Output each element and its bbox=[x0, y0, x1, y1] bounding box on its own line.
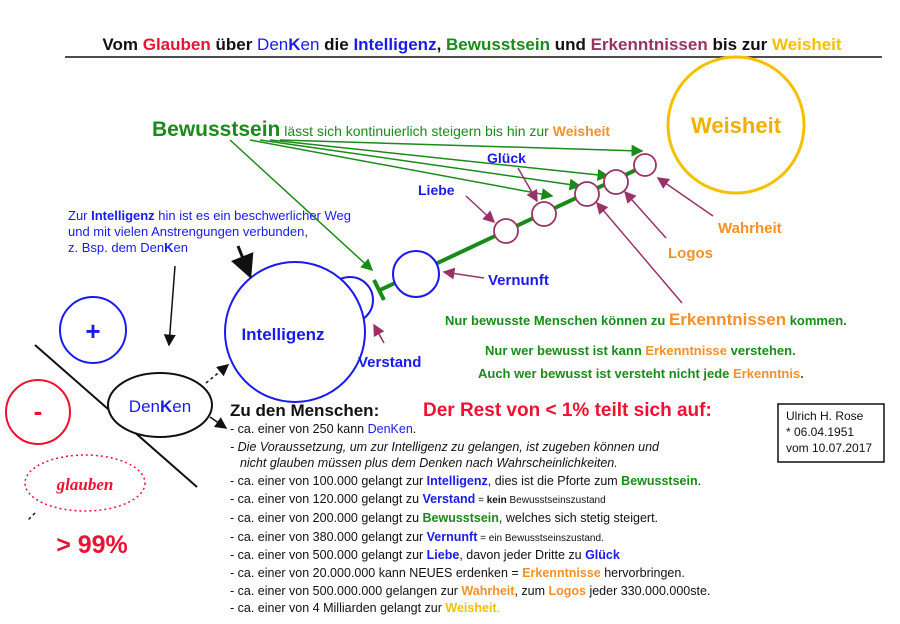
menschen-list: - ca. einer von 250 kann DenKen. - Die V… bbox=[230, 422, 710, 615]
vernunft-label: Vernunft bbox=[488, 272, 549, 289]
bewusstsein-note: Bewusstsein lässt sich kontinuierlich st… bbox=[152, 118, 610, 141]
intelligenz-note: Zur Intelligenz hin ist es ein beschwerl… bbox=[68, 208, 351, 255]
path-start-bar bbox=[372, 279, 386, 301]
svg-text:- ca. einer von 500.000 gelang: - ca. einer von 500.000 gelangt zur Lieb… bbox=[230, 548, 620, 562]
intelligenz-label: Intelligenz bbox=[241, 325, 324, 344]
author-info: Ulrich H. Rose * 06.04.1951 vom 10.07.20… bbox=[786, 409, 872, 455]
minus-icon: - bbox=[34, 396, 43, 426]
svg-text:- ca. einer von 500.000.000 ge: - ca. einer von 500.000.000 gelangen zur… bbox=[230, 584, 710, 598]
denken-ellipse bbox=[107, 372, 213, 438]
svg-text:- ca. einer von 380.000 gelang: - ca. einer von 380.000 gelangt zur Vern… bbox=[230, 530, 604, 544]
pointer-arrows bbox=[373, 167, 714, 344]
glauben-ellipse bbox=[24, 454, 146, 512]
svg-text:z. Bsp. dem DenKen: z. Bsp. dem DenKen bbox=[68, 240, 188, 255]
majority-label: > 99% bbox=[56, 531, 128, 559]
bewusstsein-arrows bbox=[229, 139, 644, 272]
arrow-to-denken bbox=[163, 265, 176, 347]
verstand-label: Verstand bbox=[358, 354, 421, 371]
minus-circle bbox=[5, 379, 71, 445]
glauben-dash bbox=[27, 512, 36, 521]
green-note-3: Auch wer bewusst ist versteht nicht jede… bbox=[478, 366, 804, 381]
weisheit-circle bbox=[666, 55, 806, 195]
green-note-2: Nur wer bewusst ist kann Erkenntnisse ve… bbox=[485, 343, 796, 358]
liebe-label: Liebe bbox=[418, 182, 455, 198]
arrow-to-intelligenz bbox=[231, 245, 254, 279]
logos-label: Logos bbox=[668, 245, 713, 262]
arrow-denken-intelligenz bbox=[205, 364, 230, 384]
green-note-1: Nur bewusste Menschen können zu Erkenntn… bbox=[445, 310, 847, 329]
svg-text:- Die Voraussetzung, um zur In: - Die Voraussetzung, um zur Intelligenz … bbox=[230, 440, 660, 454]
svg-text:und mit vielen Anstrengungen v: und mit vielen Anstrengungen verbunden, bbox=[68, 224, 308, 239]
rest-heading: Der Rest von < 1% teilt sich auf: bbox=[423, 400, 712, 421]
page-title: Vom Glauben über DenKen die Intelligenz,… bbox=[102, 35, 841, 54]
menschen-heading: Zu den Menschen: bbox=[230, 401, 379, 420]
svg-text:* 06.04.1951: * 06.04.1951 bbox=[786, 425, 854, 439]
stage-circles bbox=[493, 153, 657, 244]
arrow-denken-menschen bbox=[209, 416, 228, 429]
glauben-label: glauben bbox=[56, 475, 114, 494]
weisheit-label: Weisheit bbox=[691, 113, 782, 138]
svg-text:Zur Intelligenz hin ist es ein: Zur Intelligenz hin ist es ein beschwerl… bbox=[68, 208, 351, 223]
svg-text:- ca. einer von 120.000 gelang: - ca. einer von 120.000 gelangt zu Verst… bbox=[230, 492, 606, 506]
svg-text:- ca. einer von 4 Milliarden g: - ca. einer von 4 Milliarden gelangt zur… bbox=[230, 601, 500, 615]
intelligenz-circle bbox=[224, 261, 366, 403]
svg-text:vom 10.07.2017: vom 10.07.2017 bbox=[786, 441, 872, 455]
svg-text:- ca. einer von 200.000 gelang: - ca. einer von 200.000 gelangt zu Bewus… bbox=[230, 511, 658, 525]
plus-icon: + bbox=[85, 316, 100, 346]
wahrheit-label: Wahrheit bbox=[718, 220, 782, 237]
svg-text:Ulrich H. Rose: Ulrich H. Rose bbox=[786, 409, 864, 423]
author-box bbox=[777, 403, 885, 463]
denken-label: DenKen bbox=[129, 397, 191, 416]
plus-circle bbox=[59, 296, 127, 364]
svg-text:- ca. einer von 250 kann DenKe: - ca. einer von 250 kann DenKen. bbox=[230, 422, 416, 436]
svg-text:- ca. einer von 20.000.000 kan: - ca. einer von 20.000.000 kann NEUES er… bbox=[230, 566, 685, 580]
svg-text:nicht glauben müssen plus dem: nicht glauben müssen plus dem Denken nac… bbox=[233, 456, 618, 470]
vernunft-circle bbox=[392, 250, 440, 298]
svg-text:- ca. einer von 100.000 gelang: - ca. einer von 100.000 gelangt zur Inte… bbox=[230, 474, 701, 488]
glueck-label: Glück bbox=[487, 150, 526, 166]
